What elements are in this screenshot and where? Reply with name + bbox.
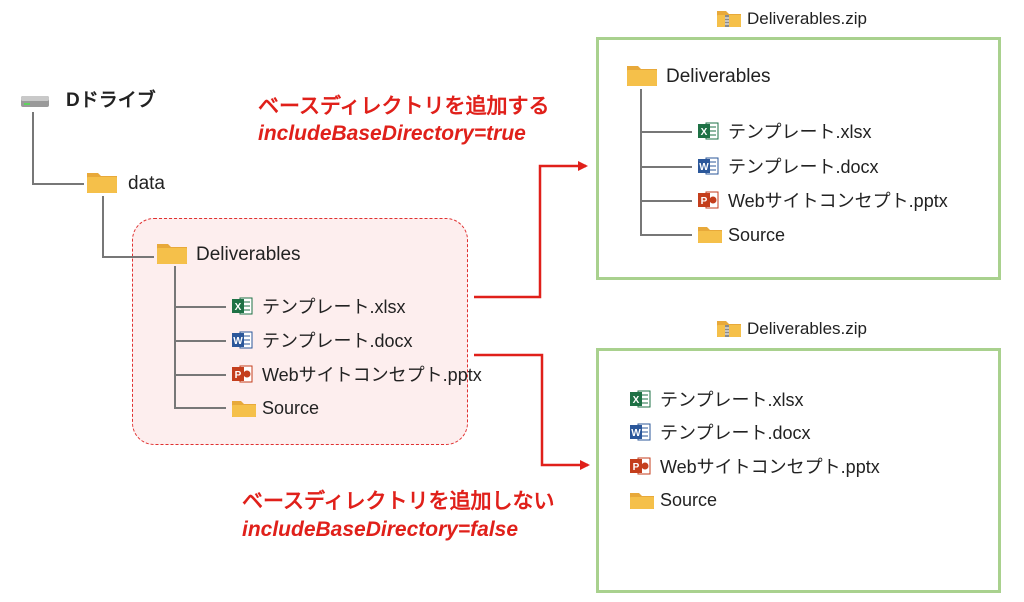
file-docx-label: テンプレート.docx (262, 331, 413, 351)
zip-contents-true-panel (596, 37, 1001, 280)
zip-folder-icon (717, 321, 741, 337)
word-file-icon: W (698, 157, 719, 175)
svg-text:X: X (633, 395, 640, 406)
zip-true-xlsx-label: テンプレート.xlsx (728, 122, 872, 142)
zip-false-source-label: Source (660, 490, 718, 510)
svg-text:W: W (631, 428, 641, 439)
svg-text:P: P (633, 462, 640, 473)
folder-icon (157, 244, 187, 264)
folder-icon (630, 493, 654, 509)
folder-icon (698, 227, 722, 243)
word-file-icon: W (630, 423, 651, 441)
deliverables-folder-label: Deliverables (196, 244, 301, 265)
zip-contents-false-panel (596, 348, 1001, 593)
svg-text:P: P (701, 196, 708, 207)
drive-icon (21, 96, 49, 107)
zip-folder-icon (717, 11, 741, 27)
svg-text:X: X (701, 127, 708, 138)
svg-text:W: W (699, 162, 709, 173)
case-true-title: ベースディレクトリを追加する (258, 95, 550, 118)
case-true-code: includeBaseDirectory=true (258, 122, 526, 145)
zip-true-source-label: Source (728, 225, 786, 245)
excel-file-icon: X (698, 122, 719, 140)
zip-name-true: Deliverables.zip (747, 9, 867, 28)
folder-icon (627, 66, 657, 86)
zip-false-docx-label: テンプレート.docx (660, 423, 811, 443)
arrow-to-true (474, 161, 588, 299)
source-folder-label: Source (262, 398, 320, 418)
powerpoint-file-icon: P (698, 191, 719, 209)
zip-true-docx-label: テンプレート.docx (728, 157, 879, 177)
zip-true-pptx-label: Webサイトコンセプト.pptx (728, 191, 948, 211)
file-xlsx-label: テンプレート.xlsx (262, 297, 406, 317)
word-file-icon: W (232, 331, 253, 349)
svg-text:P: P (235, 370, 242, 381)
excel-file-icon: X (630, 390, 651, 408)
folder-icon (232, 401, 256, 417)
case-false-code: includeBaseDirectory=false (242, 518, 519, 541)
zip-false-xlsx-label: テンプレート.xlsx (660, 390, 804, 410)
powerpoint-file-icon: P (630, 457, 651, 475)
svg-text:X: X (235, 302, 242, 313)
excel-file-icon: X (232, 297, 253, 315)
zip-true-root-label: Deliverables (666, 66, 771, 87)
case-false-title: ベースディレクトリを追加しない (242, 490, 555, 513)
zip-false-pptx-label: Webサイトコンセプト.pptx (660, 457, 880, 477)
drive-label: Dドライブ (66, 90, 156, 111)
file-pptx-label: Webサイトコンセプト.pptx (262, 365, 482, 385)
arrow-to-false (474, 353, 590, 470)
powerpoint-file-icon: P (232, 365, 253, 383)
data-folder-label: data (128, 173, 165, 194)
zip-name-false: Deliverables.zip (747, 319, 867, 338)
svg-text:W: W (233, 336, 243, 347)
folder-icon (87, 173, 117, 193)
